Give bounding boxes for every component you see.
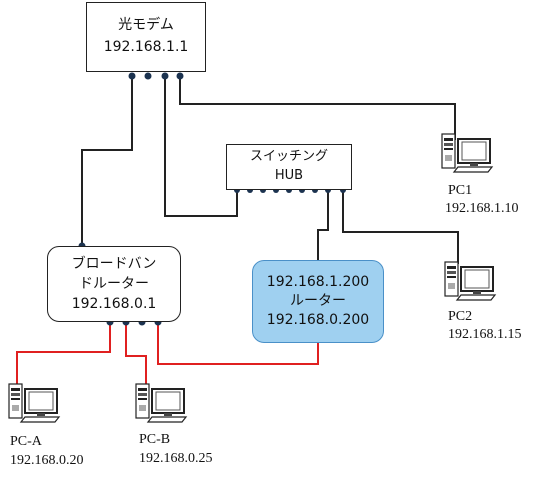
pcb-name: PC-B <box>139 432 171 447</box>
broadband-ip: 192.168.0.1 <box>71 296 157 312</box>
pc1-name: PC1 <box>448 183 473 198</box>
pca-computer-icon <box>8 383 60 423</box>
hub-box: スイッチング HUB <box>226 144 352 190</box>
router-lan-ip: 192.168.0.200 <box>266 312 370 328</box>
pc2-name: PC2 <box>448 309 473 324</box>
modem-port <box>128 72 136 80</box>
line-broadband-pcb <box>125 322 147 384</box>
line-hub-router <box>317 190 329 260</box>
modem-port <box>176 72 184 80</box>
pcb-computer-icon <box>135 383 187 423</box>
broadband-label-line2: ドルーター <box>79 276 149 292</box>
pc2-ip: 192.168.1.15 <box>448 327 522 342</box>
pca-ip: 192.168.0.20 <box>10 453 84 468</box>
modem-box: 光モデム 192.168.1.1 <box>86 2 206 72</box>
pc2-computer-icon <box>444 261 496 301</box>
broadband-router-box: ブロードバン ドルーター 192.168.0.1 <box>47 246 181 322</box>
hub-label: スイッチング <box>249 149 328 164</box>
pca-name: PC-A <box>10 434 42 449</box>
modem-port <box>161 72 169 80</box>
router-box: 192.168.1.200 ルーター 192.168.0.200 <box>252 260 384 343</box>
modem-label: 光モデム <box>118 17 174 33</box>
line-modem-pc1 <box>179 76 456 140</box>
router-label: ルーター <box>290 293 346 309</box>
broadband-label-line1: ブロードバン <box>71 256 157 272</box>
modem-ip: 192.168.1.1 <box>103 39 189 55</box>
pc1-ip: 192.168.1.10 <box>445 201 519 216</box>
hub-sublabel: HUB <box>274 168 304 183</box>
line-modem-broadband <box>81 76 133 244</box>
line-hub-pc2 <box>342 190 459 264</box>
pcb-ip: 192.168.0.25 <box>139 451 213 466</box>
router-wan-ip: 192.168.1.200 <box>266 274 370 290</box>
line-modem-hub <box>164 76 238 217</box>
line-broadband-router <box>157 322 319 365</box>
modem-port <box>144 72 152 80</box>
pc1-computer-icon <box>441 133 493 173</box>
line-broadband-pca <box>16 322 111 386</box>
